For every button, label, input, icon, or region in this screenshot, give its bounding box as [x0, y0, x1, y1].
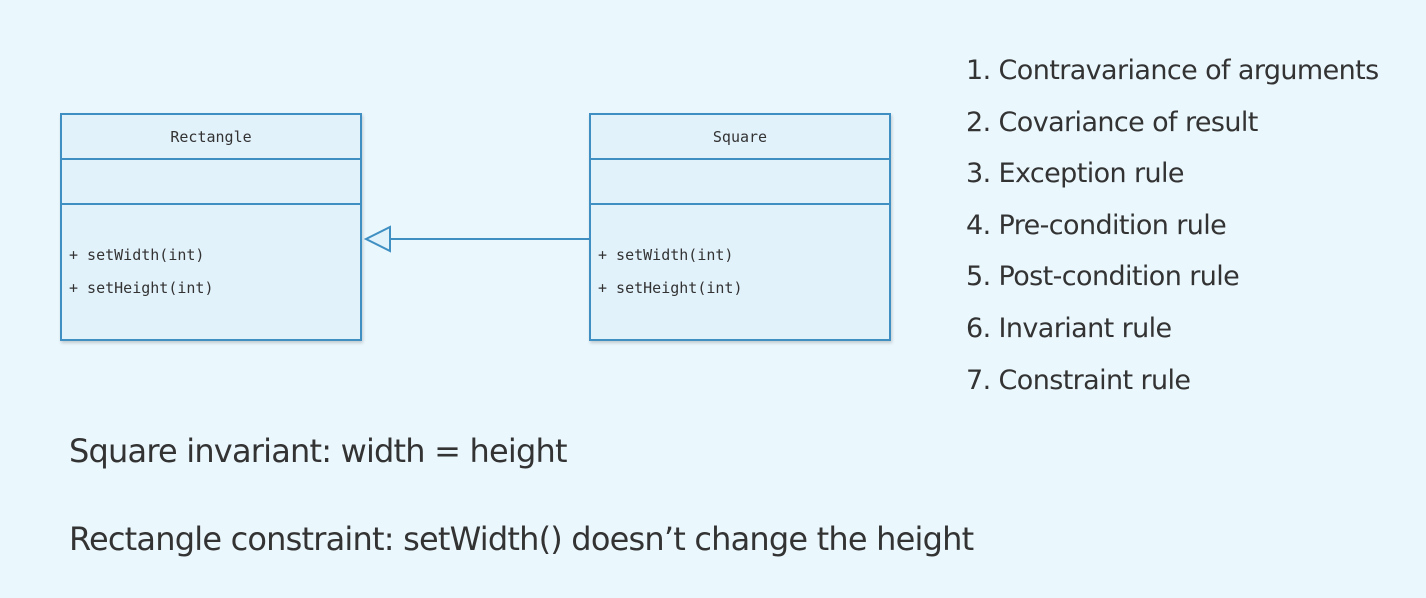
rectangle-class-box: Rectangle + setWidth(int) + setHeight(in…	[60, 113, 362, 341]
square-methods-compartment: + setWidth(int) + setHeight(int)	[591, 205, 889, 311]
rectangle-methods-compartment: + setWidth(int) + setHeight(int)	[62, 205, 360, 311]
square-method-setheight: + setHeight(int)	[598, 279, 743, 297]
rectangle-method-setwidth: + setWidth(int)	[69, 246, 205, 264]
inheritance-arrowhead	[363, 225, 391, 253]
rule-item: 7. Constraint rule	[966, 364, 1191, 396]
rectangle-class-name: Rectangle	[62, 115, 360, 160]
rule-item: 4. Pre-condition rule	[966, 209, 1227, 241]
rule-item: 3. Exception rule	[966, 158, 1185, 190]
rectangle-constraint-text: Rectangle constraint: setWidth() doesn’t…	[69, 520, 974, 558]
rectangle-attributes-compartment	[62, 160, 360, 205]
rule-item: 5. Post-condition rule	[966, 261, 1240, 293]
lsp-rules-list: 1. Contravariance of arguments 2. Covari…	[966, 52, 1379, 413]
square-attributes-compartment	[591, 160, 889, 205]
square-class-name: Square	[591, 115, 889, 160]
rule-item: 2. Covariance of result	[966, 106, 1258, 138]
rule-item: 1. Contravariance of arguments	[966, 55, 1379, 86]
rectangle-method-setheight: + setHeight(int)	[69, 279, 214, 297]
rule-item: 6. Invariant rule	[966, 312, 1172, 344]
square-invariant-text: Square invariant: width = height	[69, 432, 568, 470]
square-class-box: Square + setWidth(int) + setHeight(int)	[589, 113, 891, 341]
square-method-setwidth: + setWidth(int)	[598, 246, 734, 264]
